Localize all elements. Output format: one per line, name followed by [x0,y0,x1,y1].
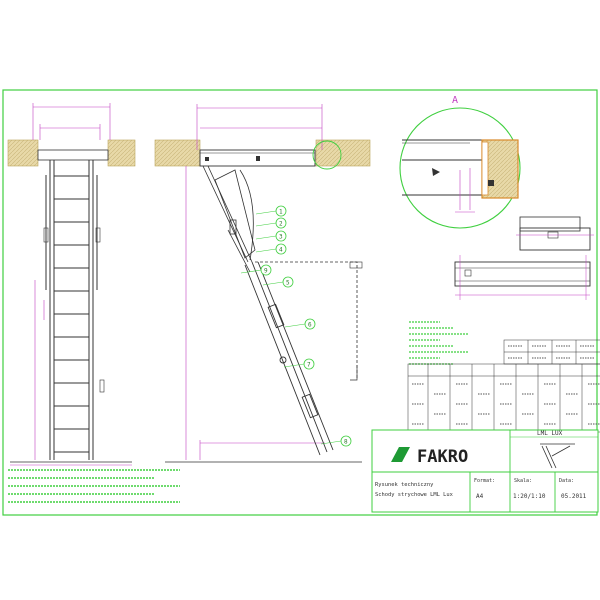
fakro-logo: FAKRO [391,447,468,467]
hinge-mechanism [202,165,256,273]
callout-balloon: 4 [255,243,287,255]
format-value: A4 [476,493,484,500]
detail-a-marker-circle [312,140,342,170]
front-dimensions [32,103,111,460]
scale-label: Skala: [514,478,532,484]
callout-number: 5 [286,280,290,287]
ceiling-left [7,139,39,167]
ladder-rungs [54,175,89,453]
side-dimensions [185,104,325,460]
callout-balloons: 1 2 3 4 5 6 7 8 9 [240,205,352,447]
callout-balloon: 5 [262,276,294,288]
product-ladder-icon [540,443,575,469]
scale-value: 1:20/1:10 [513,493,546,500]
callout-number: 8 [344,439,348,446]
front-frame-box [37,149,109,161]
callout-number: 4 [279,247,283,254]
detail-a: A [399,95,521,229]
brand-name: FAKRO [417,447,468,467]
callout-number: 6 [308,322,312,329]
side-view: 1 2 3 4 5 6 7 8 9 [154,104,371,463]
callout-balloon: 6 [284,318,316,330]
drawing-title-line2: Schody strychowe LML Lux [375,492,454,498]
product-label: LML LUX [537,430,563,437]
callout-balloon: 2 [255,217,287,229]
callout-number: 7 [307,362,311,369]
side-ceiling-right [315,139,371,167]
callout-balloon: 7 [283,358,315,370]
drawing-title-line1: Rysunek techniczny [375,482,434,488]
sheet-border [2,89,598,516]
callout-number: 3 [279,234,283,241]
ladder-lower-section [244,261,334,456]
callout-balloon: 3 [255,230,287,242]
callout-number: 2 [279,221,283,228]
callout-balloon: 8 [320,435,352,447]
callout-balloon: 1 [255,205,287,217]
material-notes [409,321,468,365]
specification-table [407,339,600,433]
ladder-stiles [45,160,98,460]
callout-balloon: 9 [240,264,272,276]
callout-number: 9 [264,268,268,275]
front-view [7,103,136,466]
callout-number: 1 [279,209,283,216]
top-section-view [516,216,594,251]
format-label: Format: [474,478,495,484]
side-ceiling-left [154,139,201,167]
title-block: FAKRO LML LUX Rysunek techniczny Schody … [371,429,599,513]
plan-section-view [454,255,591,300]
ceiling-right [107,139,136,167]
table-cells [412,345,600,425]
date-label: Data: [559,478,574,484]
bottom-notes [8,469,180,503]
fakro-logo-mark [391,447,411,462]
date-value: 05.2011 [561,493,587,500]
detail-a-label: A [452,95,458,106]
